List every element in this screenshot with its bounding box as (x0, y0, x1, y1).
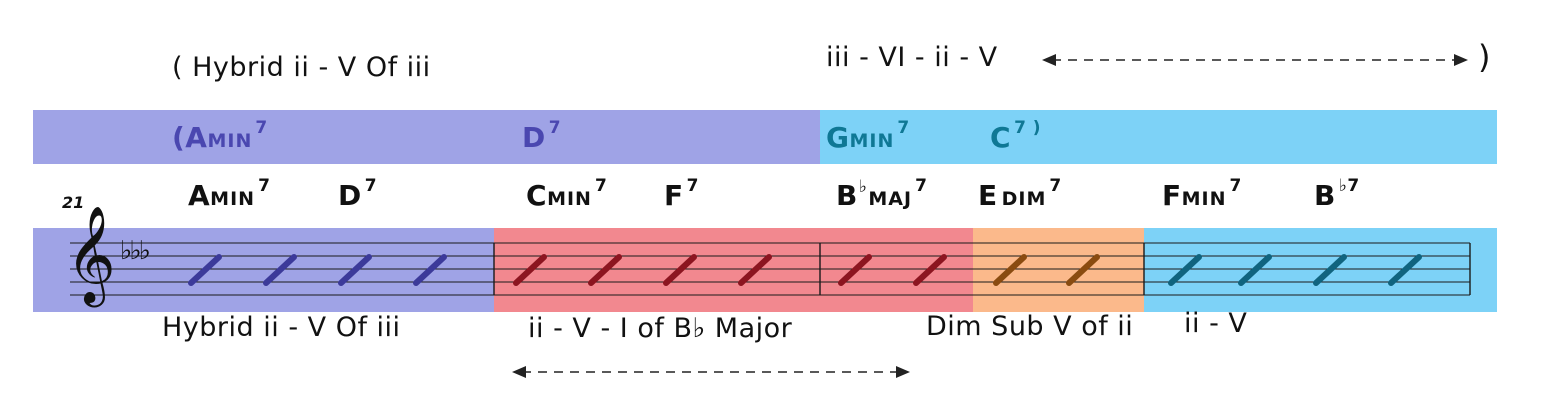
rhythm-slash (1238, 254, 1272, 286)
rhythm-slash (913, 254, 947, 286)
measure-number: 21 (62, 193, 85, 212)
rhythm-slash (188, 254, 222, 286)
two-five-annotation: ii - V (1184, 308, 1248, 339)
rhythm-slash (338, 254, 372, 286)
rhythm-slash (838, 254, 872, 286)
two-five-one-annotation: ii - V - I of B♭ Major (528, 313, 793, 344)
staff-background (33, 228, 1497, 312)
rhythm-slash (588, 254, 622, 286)
rhythm-slash (1066, 254, 1100, 286)
substitution-segment-right (820, 110, 1497, 164)
chord-amin7: AMIN7 (188, 176, 271, 212)
dim-sub-annotation: Dim Sub V of ii (926, 311, 1134, 342)
rhythm-slash (738, 254, 772, 286)
rhythm-slash (513, 254, 547, 286)
staff-section-hybrid (33, 228, 494, 312)
rhythm-slash (1388, 254, 1422, 286)
rhythm-slash (1168, 254, 1202, 286)
rhythm-slash (663, 254, 697, 286)
hybrid-annotation-top: ( Hybrid ii - V Of iii (172, 52, 431, 83)
closing-paren: ) (1478, 38, 1491, 76)
staff-section-two-five-one (494, 228, 973, 312)
substitution-segment-left (33, 110, 820, 164)
rhythm-slash (263, 254, 297, 286)
treble-clef-icon: 𝄞 (66, 205, 116, 303)
sub-chord-gmin7: GMIN7 (826, 118, 910, 154)
chord-bb7: B♭7 (1314, 176, 1360, 212)
staff-section-two-five (1144, 228, 1497, 312)
turnaround-annotation: iii - VI - ii - V (826, 42, 998, 73)
chord-cmin7: CMIN7 (526, 176, 608, 212)
sub-chord-amin7: (AMIN7 (172, 118, 268, 154)
staff-section-dim-sub (973, 228, 1144, 312)
rhythm-slash (993, 254, 1027, 286)
chord-fmin7: FMIN7 (1162, 176, 1242, 212)
rhythm-slash (1313, 254, 1347, 286)
barlines (493, 243, 1471, 295)
chord-bbmaj7: B♭MAJ7 (836, 176, 928, 212)
rhythm-slash (413, 254, 447, 286)
hybrid-annotation-bottom: Hybrid ii - V Of iii (162, 312, 401, 343)
